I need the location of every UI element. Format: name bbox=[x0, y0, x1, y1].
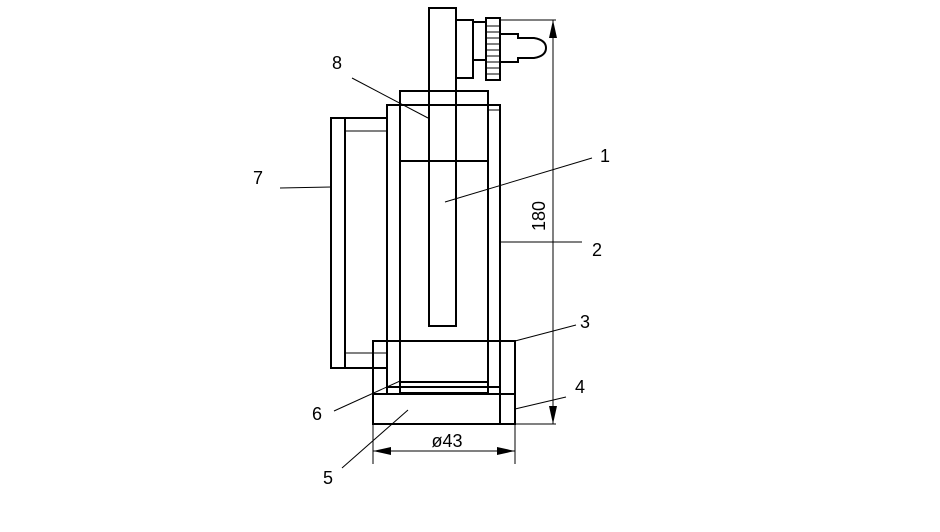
piston-body bbox=[399, 90, 489, 394]
diameter-dimension: ø43 bbox=[372, 424, 516, 464]
side-body bbox=[330, 117, 388, 369]
diameter-dimension-text: ø43 bbox=[431, 431, 462, 451]
label-part-4: 4 bbox=[575, 377, 585, 397]
part-labels: 1 2 3 4 5 6 7 8 bbox=[253, 53, 610, 488]
label-part-3: 3 bbox=[580, 312, 590, 332]
label-part-2: 2 bbox=[592, 240, 602, 260]
label-part-1: 1 bbox=[600, 146, 610, 166]
top-connector bbox=[455, 17, 548, 81]
height-dimension-text: 180 bbox=[529, 201, 549, 231]
leader-lines bbox=[279, 77, 593, 469]
inner-plate bbox=[387, 381, 500, 388]
label-part-5: 5 bbox=[323, 468, 333, 488]
top-rod bbox=[428, 7, 457, 327]
outer-cylinder bbox=[386, 104, 501, 342]
label-part-7: 7 bbox=[253, 168, 263, 188]
label-part-8: 8 bbox=[332, 53, 342, 73]
height-dimension: 180 bbox=[500, 19, 557, 425]
base bbox=[372, 393, 516, 425]
label-part-6: 6 bbox=[312, 404, 322, 424]
